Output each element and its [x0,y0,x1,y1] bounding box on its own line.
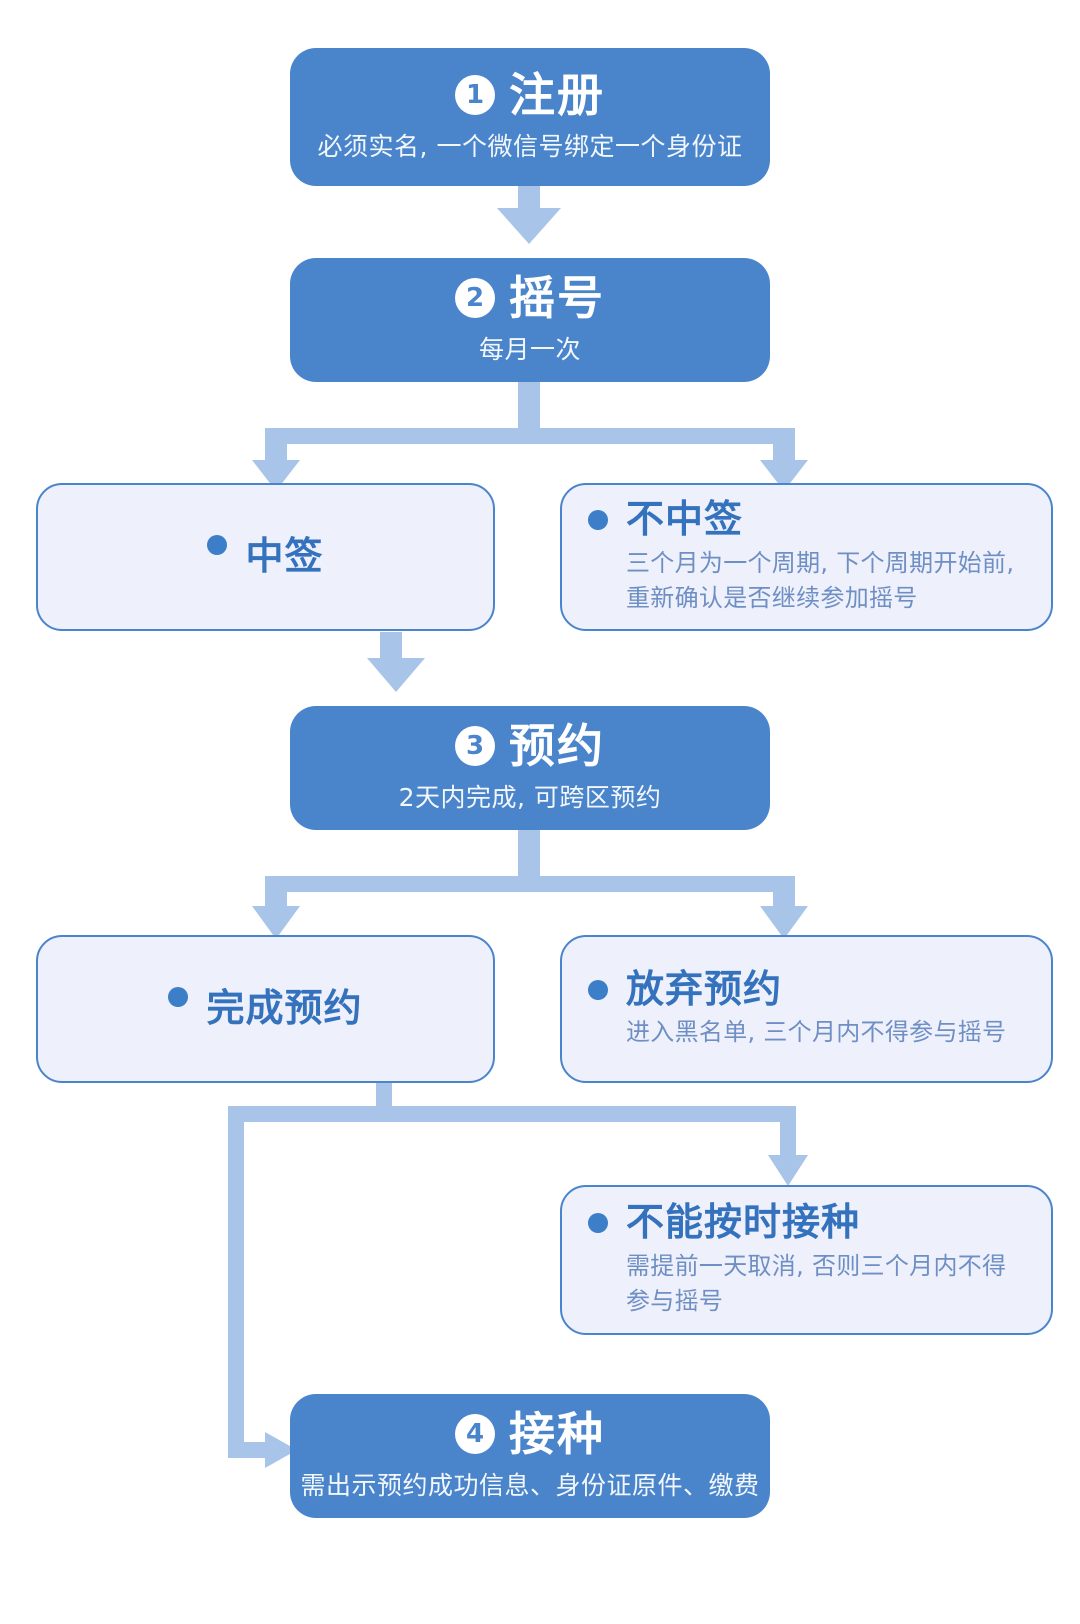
step-title-row: 2 摇号 [455,270,605,325]
branch-box-buneng-anshi-jiezhong[interactable]: 不能按时接种 需提前一天取消, 否则三个月内不得参与摇号 [560,1185,1053,1335]
branch-description: 三个月为一个周期, 下个周期开始前, 重新确认是否继续参加摇号 [626,549,1015,612]
step-subtitle: 2天内完成, 可跨区预约 [398,782,662,812]
bullet-icon [588,510,608,531]
branch-head: 放弃预约 [588,966,1025,1012]
branch-box-fangqi-yuyue[interactable]: 放弃预约 进入黑名单, 三个月内不得参与摇号 [560,935,1053,1083]
step-number-badge: 2 [455,277,495,318]
step-title: 注册 [509,67,605,122]
connector-step2-to-branches [252,382,808,491]
connector-step1-to-step2 [497,186,561,244]
branch-title: 中签 [245,534,324,579]
branch-box-zhongqian[interactable]: 中签 [36,483,495,631]
branch-head: 中签 [207,534,324,579]
step-subtitle: 必须实名, 一个微信号绑定一个身份证 [317,131,743,161]
branch-description: 需提前一天取消, 否则三个月内不得参与摇号 [626,1252,1007,1315]
branch-box-buzhongqian[interactable]: 不中签 三个月为一个周期, 下个周期开始前, 重新确认是否继续参加摇号 [560,483,1053,631]
step-title: 接种 [509,1406,605,1461]
step-box-appointment[interactable]: 3 预约 2天内完成, 可跨区预约 [290,706,770,830]
bullet-icon [207,535,228,556]
step-box-register[interactable]: 1 注册 必须实名, 一个微信号绑定一个身份证 [290,48,770,186]
branch-head: 不能按时接种 [588,1201,1025,1245]
branch-description: 进入黑名单, 三个月内不得参与摇号 [626,1018,1007,1047]
bullet-icon [588,1213,608,1234]
bullet-icon [168,987,189,1008]
step-title: 预约 [509,718,605,773]
step-number-badge: 3 [455,725,495,766]
step-title-row: 1 注册 [455,67,605,122]
branch-title: 不中签 [626,497,744,542]
connector-zhongqian-to-step3 [367,632,425,692]
step-subtitle: 每月一次 [478,334,581,364]
step-title-row: 3 预约 [455,718,605,773]
branch-title: 完成预约 [206,986,363,1031]
step-number-badge: 1 [455,74,495,115]
step-subtitle: 需出示预约成功信息、身份证原件、缴费 [300,1470,760,1500]
step-number-badge: 4 [455,1413,495,1454]
branch-title: 放弃预约 [626,966,783,1011]
step-box-vaccination[interactable]: 4 接种 需出示预约成功信息、身份证原件、缴费 [290,1394,770,1518]
step-title: 摇号 [509,270,605,325]
branch-head: 不中签 [588,498,1025,542]
bullet-icon [588,979,608,1000]
step-title-row: 4 接种 [455,1406,605,1461]
branch-head: 完成预约 [168,986,363,1031]
branch-title: 不能按时接种 [626,1200,861,1245]
connector-step3-to-branches [252,830,808,939]
branch-box-wancheng-yuyue[interactable]: 完成预约 [36,935,495,1083]
step-box-lottery[interactable]: 2 摇号 每月一次 [290,258,770,382]
